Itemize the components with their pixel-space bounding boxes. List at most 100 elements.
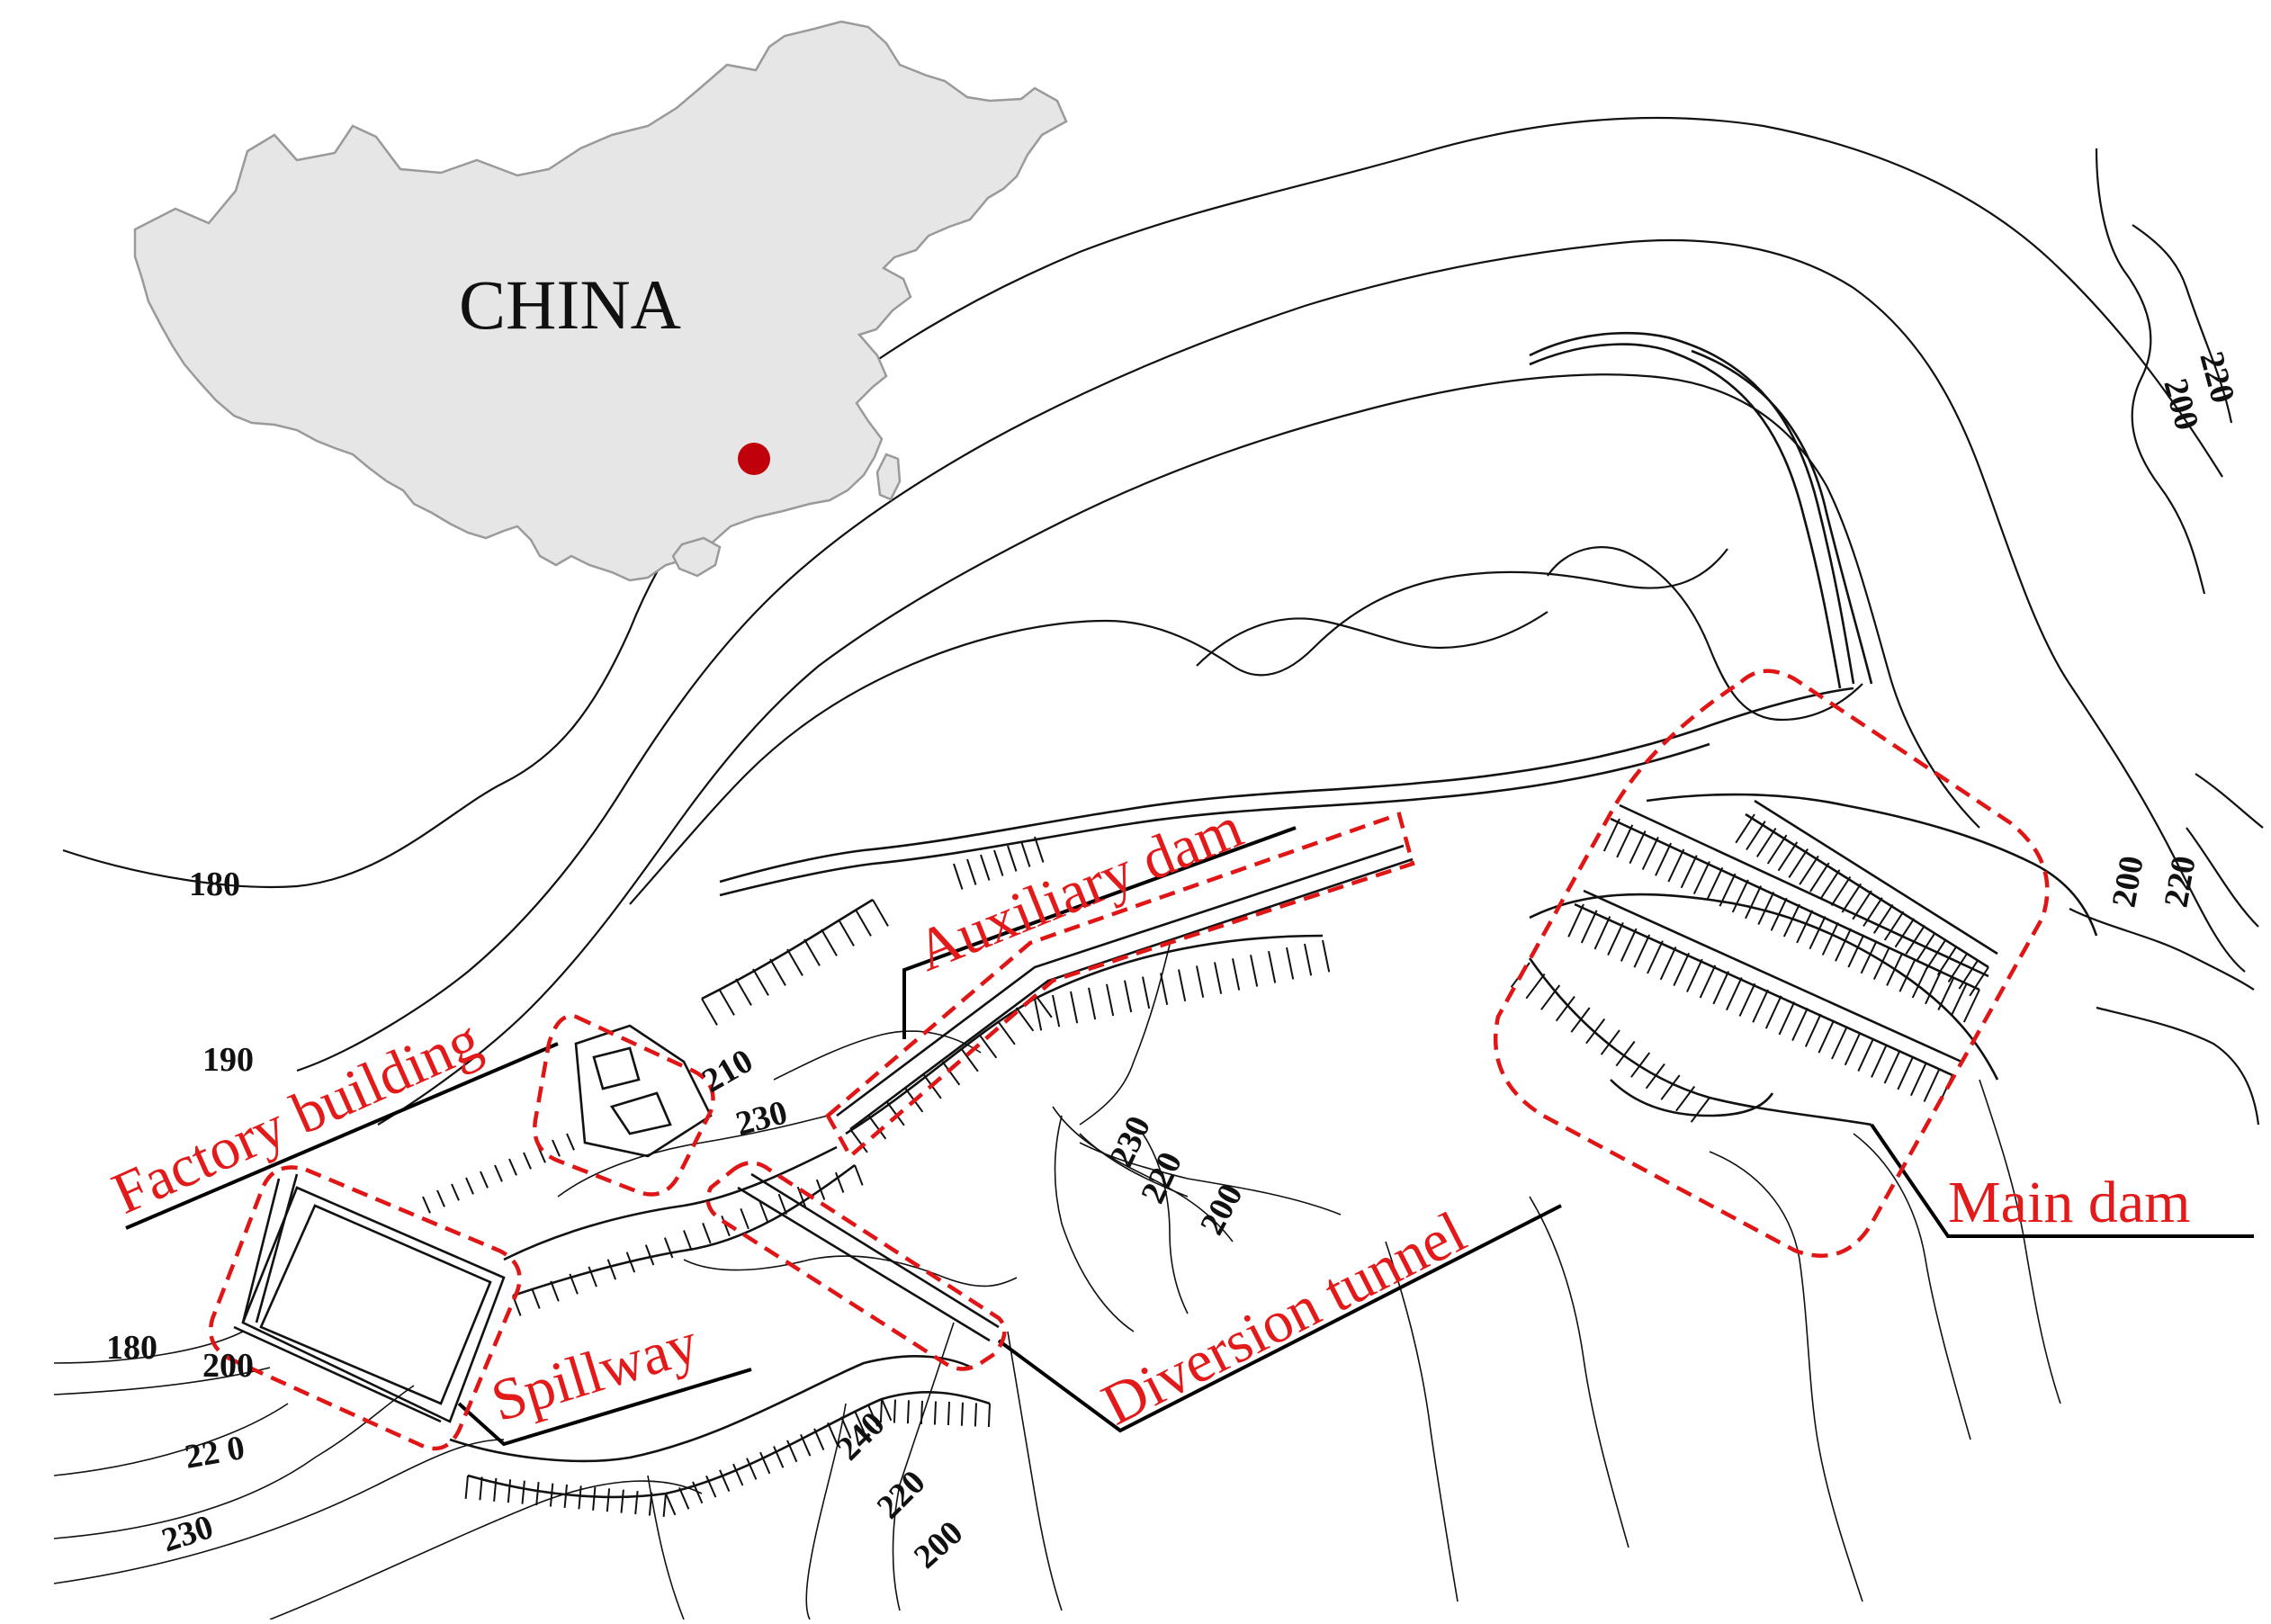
china-outline	[133, 20, 1068, 582]
slope-hatch-tick	[1883, 1050, 1901, 1084]
slope-hatch-tick	[1778, 1001, 1796, 1036]
slope-hatch-tick	[552, 1139, 561, 1157]
slope-hatch-tick	[974, 1403, 977, 1427]
slope-hatch-tick	[692, 1481, 704, 1504]
slope-hatch-tick	[523, 1152, 532, 1170]
spillway-leader	[457, 1368, 752, 1447]
slope-hatch-tick	[746, 1458, 758, 1480]
slope-hatch-tick	[947, 1402, 950, 1426]
leader-lines	[125, 826, 2254, 1447]
slope-hatch-tick	[1178, 969, 1187, 1001]
slope-hatch-tick	[665, 1493, 677, 1516]
slope-hatch-tick	[840, 1416, 852, 1439]
slope-hatch-tick	[620, 1489, 624, 1513]
slope-hatch-tick	[563, 1484, 568, 1508]
contour-line	[2186, 827, 2259, 928]
slope-hatch-tick	[1088, 987, 1097, 1020]
slope-hatch-tick	[800, 1433, 812, 1457]
contour-line	[892, 1322, 955, 1611]
slope-hatch-tick	[867, 1115, 887, 1140]
slope-hatch-tick	[1690, 1097, 1710, 1123]
slope-hatch-tick	[1844, 1032, 1862, 1066]
slope-hatch-tick	[1925, 971, 1943, 1005]
slope-hatch-tick	[838, 919, 855, 947]
slope-hatch-tick	[1819, 869, 1841, 900]
slope-hatch-tick	[1020, 840, 1031, 867]
slope-hatch-tick	[1616, 824, 1634, 858]
slope-hatch-tick	[1286, 947, 1295, 980]
slope-hatch-tick	[1799, 855, 1819, 885]
contour-line	[53, 1439, 505, 1584]
slope-hatch-tick	[1831, 1026, 1848, 1060]
slope-hatch-tick	[1070, 991, 1079, 1024]
slope-hatch-tick	[1871, 1044, 1888, 1078]
elevation-label: 240	[830, 1404, 893, 1467]
slope-hatch-tick	[1725, 976, 1743, 1011]
slope-hatch-tick	[1719, 873, 1737, 907]
slope-hatch-tick	[465, 1177, 474, 1195]
slope-hatch-tick	[1585, 1018, 1606, 1045]
slope-hatch-tick	[1886, 952, 1904, 986]
slope-hatch-tick	[1142, 976, 1151, 1009]
slope-hatch-tick	[786, 948, 803, 976]
slope-hatch-tick	[1052, 994, 1061, 1027]
slope-hatch-tick	[1124, 980, 1133, 1013]
slope-hatch-tick	[1936, 946, 1958, 976]
contour-line	[1853, 1133, 1971, 1440]
contour-line	[1385, 1241, 1459, 1602]
slope-hatch-tick	[493, 1477, 498, 1502]
slope-hatch-tick	[634, 1491, 639, 1515]
slope-hatch-tick	[906, 1400, 910, 1424]
slope-hatch-tick	[740, 1207, 750, 1230]
contour-line	[1979, 1079, 2061, 1404]
slope-hatch-tick	[827, 1422, 839, 1445]
main-dam-crest	[1745, 812, 1989, 969]
slope-hatch-tick	[1580, 910, 1598, 944]
slope-hatch-tick	[1667, 848, 1685, 883]
slope-hatch-tick	[625, 1252, 636, 1273]
slope-hatch-tick	[451, 1183, 460, 1201]
contour-line	[296, 238, 2246, 1072]
slope-hatch-tick	[813, 1428, 825, 1451]
elevation-label: 180	[189, 866, 240, 903]
slope-hatch-tick	[1250, 955, 1259, 987]
slope-hatch-tick	[1905, 925, 1925, 955]
slope-hatch-tick	[1764, 995, 1782, 1029]
elevation-label: 230	[732, 1093, 791, 1143]
spillway-channel	[233, 1325, 442, 1423]
slope-hatch-tick	[592, 1486, 597, 1511]
slope-hatch-tick	[1196, 965, 1205, 998]
slope-hatch-tick	[644, 1244, 655, 1266]
slope-hatch-tick	[436, 1189, 445, 1207]
slope-hatch-tick	[1570, 1007, 1591, 1033]
china-inset: CHINA	[133, 20, 1068, 582]
elevation-label: 200	[2105, 853, 2151, 910]
auxiliary-dam-crest	[836, 844, 1405, 1117]
factory-building-leader	[125, 1042, 559, 1230]
slope-hatch-tick	[1633, 934, 1651, 968]
slope-hatch-tick	[1106, 983, 1115, 1017]
slope-hatch-tick	[1706, 866, 1724, 901]
slope-hatch-tick	[1567, 903, 1584, 938]
contour-line	[629, 548, 1728, 905]
contour-lines	[53, 116, 2264, 1620]
slope-hatch-tick	[786, 1440, 798, 1463]
spillway-channel	[255, 1173, 299, 1323]
slope-hatch-tick	[773, 1446, 785, 1468]
contour-line	[1529, 1196, 1629, 1548]
slope-hatch-tick	[953, 863, 964, 890]
slope-hatch-tick	[1752, 989, 1769, 1023]
contour-line	[53, 1331, 244, 1364]
contour-line	[1079, 1133, 1189, 1198]
slope-hatch-tick	[1659, 947, 1677, 981]
contour-line	[805, 1403, 847, 1620]
slope-hatch-tick	[1745, 885, 1763, 920]
main-dam-crest	[1574, 902, 1953, 1077]
elevation-label: 22 0	[182, 1429, 247, 1476]
slope-hatch-tick	[705, 1475, 717, 1498]
slope-hatch-tick	[535, 1482, 540, 1506]
slope-hatch-tick	[978, 1034, 998, 1059]
slope-hatch-tick	[1863, 897, 1883, 928]
contour-line	[62, 116, 2223, 889]
slope-hatch-tick	[849, 1128, 868, 1153]
